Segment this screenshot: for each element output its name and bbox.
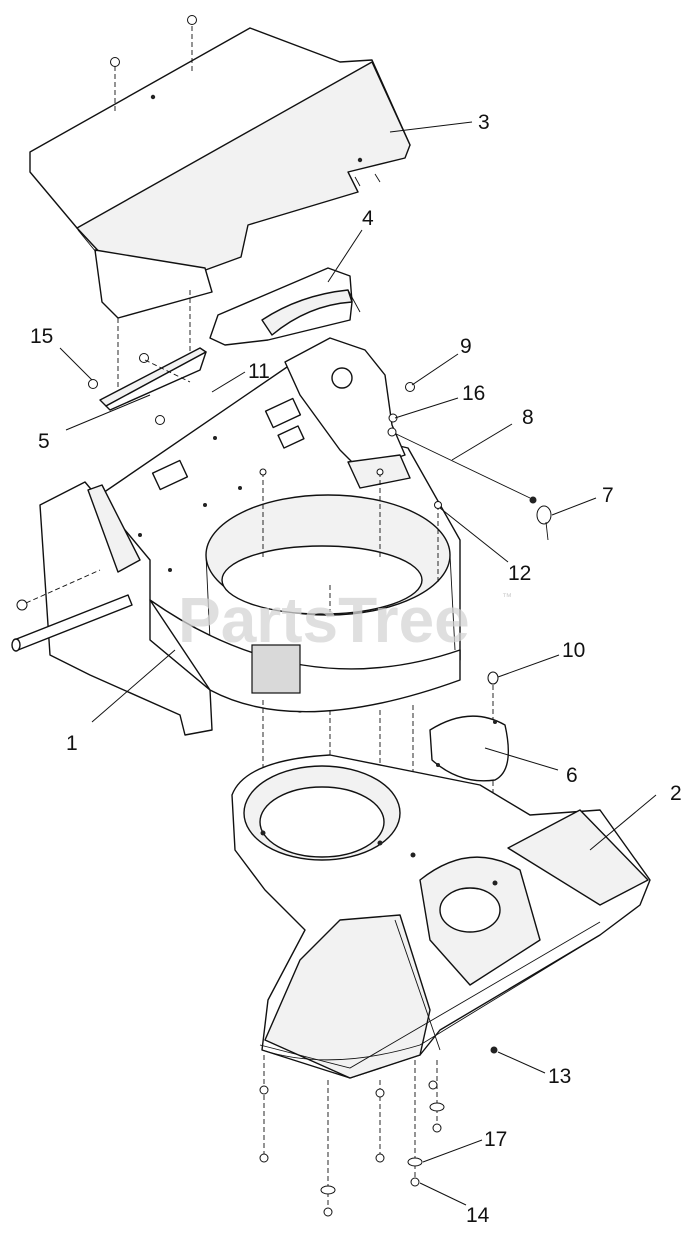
callout-7: 7: [602, 484, 614, 507]
callout-14: 14: [466, 1204, 490, 1227]
callout-10: 10: [562, 639, 585, 662]
callout-8: 8: [522, 406, 534, 429]
partstree-watermark: PartsTree ™: [178, 584, 512, 656]
cable-assembly-part: [387, 382, 552, 541]
callout-9: 9: [460, 335, 472, 358]
top-shield-screws: [110, 15, 197, 398]
callout-1: 1: [66, 732, 78, 755]
bottom-hardware: [259, 1046, 498, 1217]
mounting-bar-part: [88, 347, 207, 425]
callout-4: 4: [362, 207, 374, 230]
callout-12: 12: [508, 562, 531, 585]
callout-15: 15: [30, 325, 53, 348]
callout-11: 11: [248, 360, 270, 383]
callout-6: 6: [566, 764, 578, 787]
svg-text:PartsTree: PartsTree: [178, 584, 470, 656]
callout-3: 3: [478, 111, 490, 134]
top-shield-part: [29, 27, 411, 319]
lower-blower-housing-part: [231, 754, 651, 1079]
svg-text:™: ™: [502, 592, 512, 603]
callout-2: 2: [670, 782, 682, 805]
callout-leaders: [59, 121, 657, 1206]
callout-labels: 3 4 15 9 11 16 8 5 7 12 10 1 6 2 13 17 1…: [30, 111, 682, 1227]
deflector-bracket-part: [209, 267, 361, 346]
cover-plate-part: [429, 715, 510, 782]
callout-17: 17: [484, 1128, 507, 1151]
callout-16: 16: [462, 382, 485, 405]
main-housing-frame-part: [11, 337, 461, 736]
callout-13: 13: [548, 1065, 571, 1088]
callout-5: 5: [38, 430, 50, 453]
